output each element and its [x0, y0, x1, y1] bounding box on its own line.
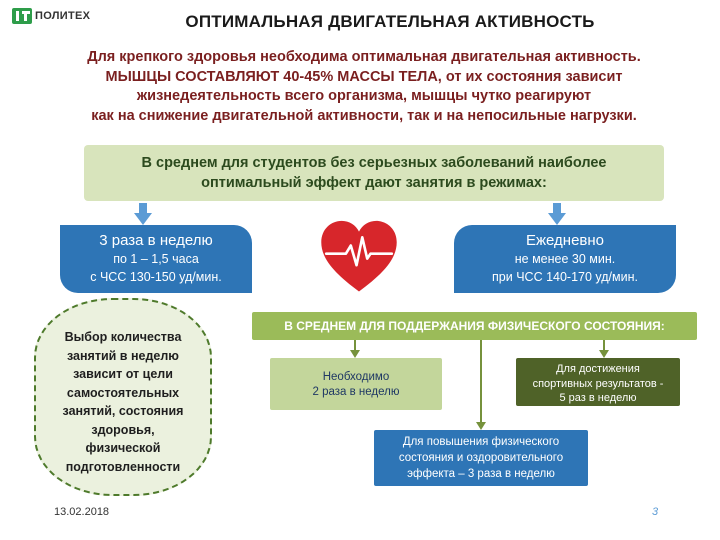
logo: ПОЛИТЕХ [12, 8, 90, 24]
daily-box: Ежедневно не менее 30 мин. при ЧСС 140-1… [454, 225, 676, 293]
oval-line: самостоятельных [66, 385, 180, 400]
maintenance-header: В СРЕДНЕМ ДЛЯ ПОДДЕРЖАНИЯ ФИЗИЧЕСКОГО СО… [252, 312, 697, 340]
banner-line: В среднем для студентов без серьезных за… [141, 155, 607, 171]
page-title: ОПТИМАЛЬНАЯ ДВИГАТЕЛЬНАЯ АКТИВНОСТЬ [185, 12, 595, 31]
box-line: Для достижения [556, 363, 640, 375]
two-times-box: Необходимо 2 раза в неделю [270, 358, 442, 410]
box-line: 2 раза в неделю [312, 386, 400, 398]
box-title: Ежедневно [525, 232, 605, 249]
intro-line: жизнедеятельность всего организма, мышцы… [136, 88, 592, 104]
box-line: при ЧСС 140-170 уд/мин. [492, 270, 638, 284]
politech-logo-icon [12, 8, 32, 24]
box-line: по 1 – 1,5 часа [113, 252, 199, 266]
oval-line: здоровья, [91, 422, 155, 437]
box-line: с ЧСС 130-150 уд/мин. [90, 270, 222, 284]
intro-line: МЫШЦЫ СОСТАВЛЯЮТ 40-45% МАССЫ ТЕЛА, от и… [105, 68, 623, 85]
health-improvement-box: Для повышения физического состояния и оз… [374, 430, 588, 486]
connector-arrow-icon [476, 422, 486, 430]
oval-line: Выбор количества [64, 330, 182, 344]
box-line: Необходимо [322, 371, 390, 383]
regimes-banner: В среднем для студентов без серьезных за… [84, 145, 664, 201]
oval-line: физической [85, 441, 161, 455]
three-times-weekly-box: 3 раза в неделю по 1 – 1,5 часа с ЧСС 13… [60, 225, 252, 293]
box-line: эффекта – 3 раза в неделю [407, 468, 555, 480]
arrow-down-icon [134, 203, 152, 225]
connector-line [603, 340, 605, 350]
page-number: 3 [652, 506, 659, 518]
box-line: не менее 30 мин. [514, 252, 616, 266]
oval-line: занятий в неделю [67, 348, 179, 363]
arrow-down-icon [548, 203, 566, 225]
intro-text: Для крепкого здоровья необходима оптимал… [40, 48, 688, 126]
frequency-choice-oval: Выбор количества занятий в неделю зависи… [34, 298, 212, 496]
box-line: спортивных результатов - [532, 377, 664, 390]
connector-arrow-icon [599, 350, 609, 358]
banner-line: оптимальный эффект дают занятия в режима… [201, 175, 547, 191]
slide-date: 13.02.2018 [54, 506, 110, 518]
connector-line [354, 340, 356, 350]
box-title: 3 раза в неделю [99, 232, 213, 249]
sport-results-box: Для достижения спортивных результатов - … [516, 358, 680, 406]
box-line: 5 раз в неделю [559, 392, 637, 404]
oval-line: подготовленности [65, 459, 181, 474]
connector-line [480, 340, 482, 422]
connector-arrow-icon [350, 350, 360, 358]
intro-line: как на снижение двигательной активности,… [91, 107, 637, 124]
box-line: состояния и оздоровительного [398, 452, 564, 464]
oval-line: занятий, состояния [62, 404, 184, 418]
box-line: Для повышения физического [402, 436, 560, 448]
oval-line: зависит от цели [73, 367, 173, 381]
logo-text: ПОЛИТЕХ [35, 10, 91, 22]
intro-line: Для крепкого здоровья необходима оптимал… [87, 49, 641, 65]
heart-pulse-icon [321, 220, 397, 292]
